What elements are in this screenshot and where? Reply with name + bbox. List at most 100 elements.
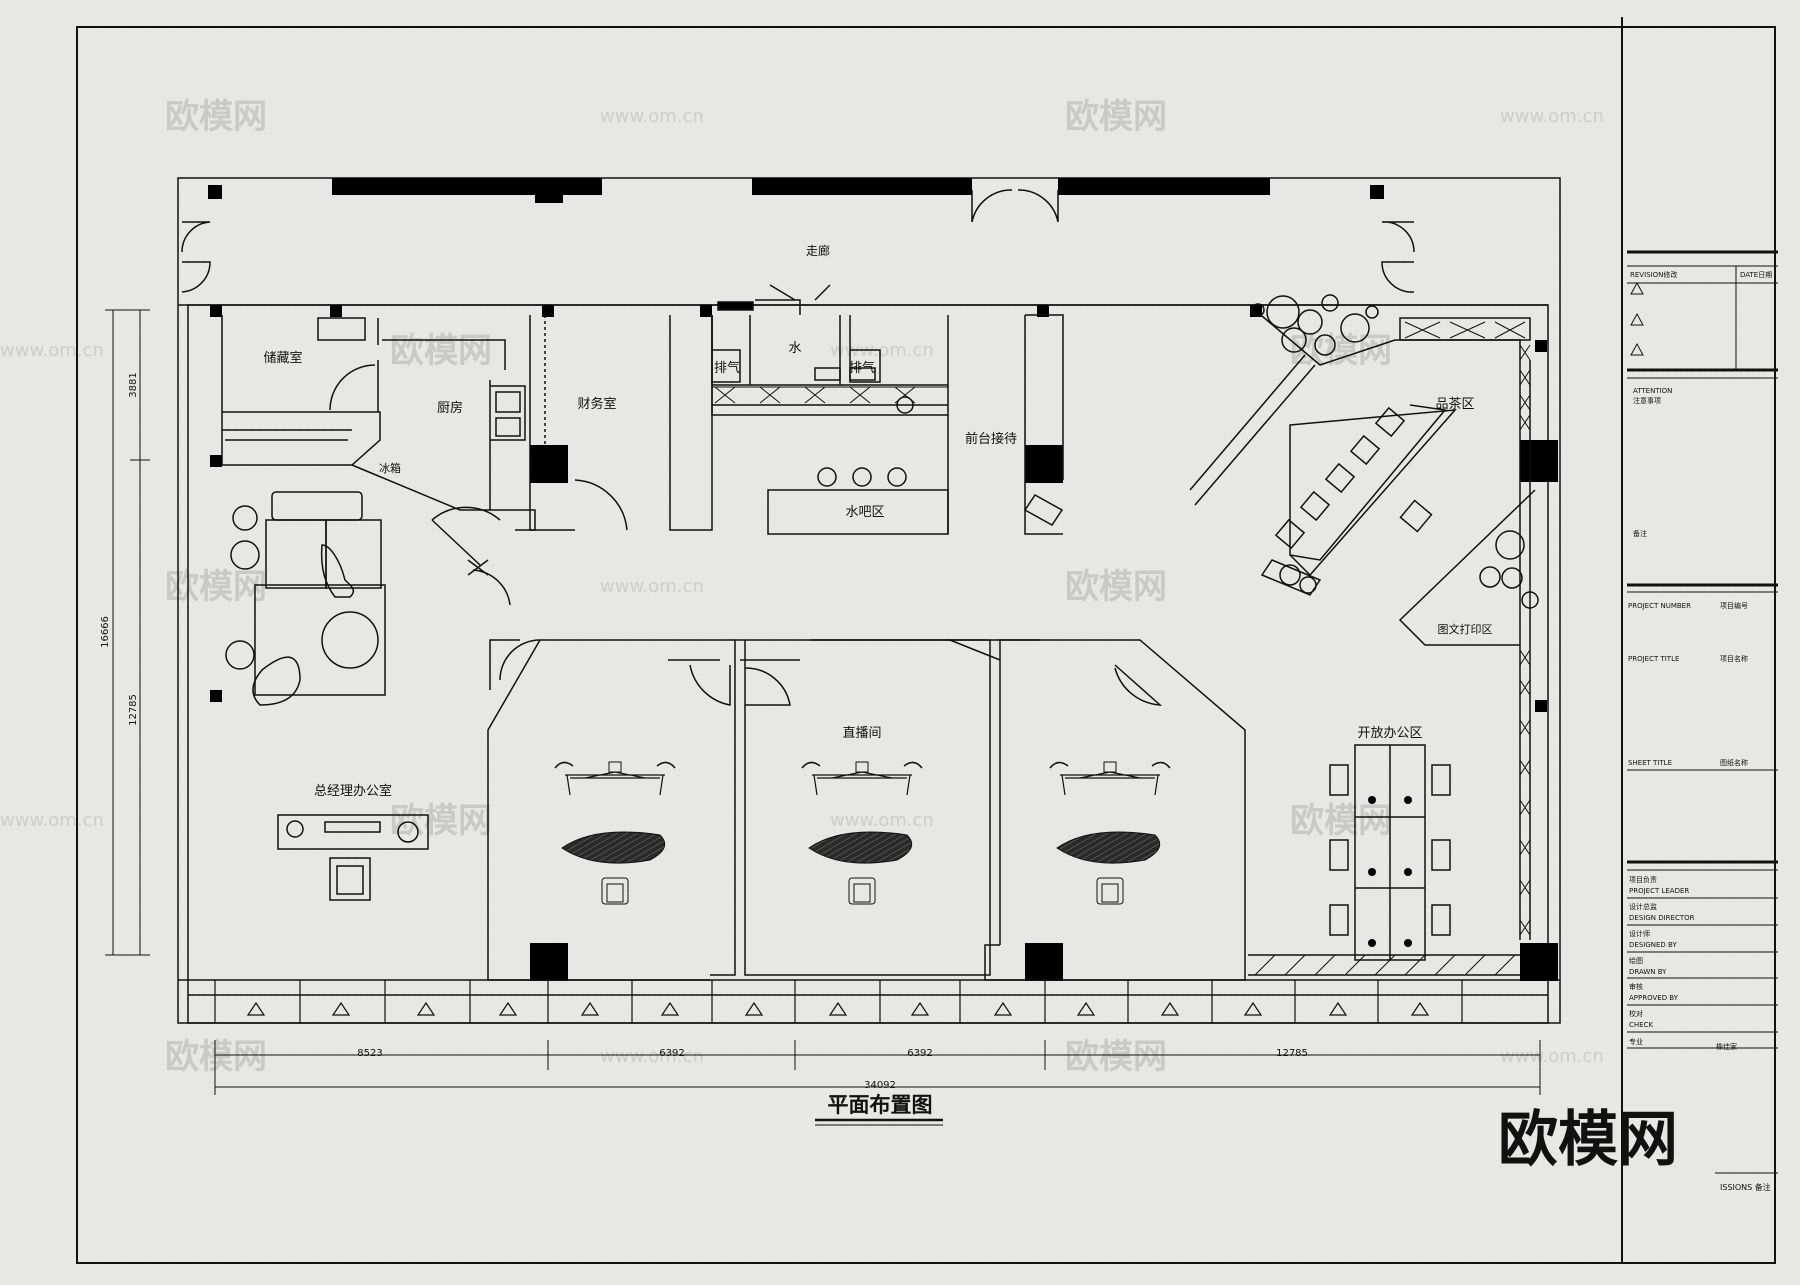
top-wall-segments xyxy=(208,178,1384,203)
svg-text:欧模网: 欧模网 xyxy=(1290,801,1392,841)
open-office-chairs xyxy=(1329,764,1451,936)
svg-text:ATTENTION: ATTENTION xyxy=(1633,387,1672,395)
svg-text:www.om.cn: www.om.cn xyxy=(600,1046,704,1067)
water-tap xyxy=(896,396,914,414)
label-tea-area: 品茶区 xyxy=(1435,396,1474,412)
label-fridge: 冰箱 xyxy=(379,461,401,475)
live-room-3 xyxy=(984,639,1246,981)
right-wall-cabinet-hatch xyxy=(1519,344,1531,936)
bar-stool xyxy=(852,467,872,487)
dim-3881: 3881 xyxy=(128,372,139,397)
dimension-lines xyxy=(105,309,1541,1095)
dimension-labels: 8523 6392 6392 12785 34092 16666 3881 12… xyxy=(100,372,1308,1091)
svg-text:欧模网: 欧模网 xyxy=(1290,331,1392,371)
svg-text:项目编号: 项目编号 xyxy=(1720,601,1748,610)
svg-text:绘图: 绘图 xyxy=(1629,956,1643,965)
svg-text:DESIGN DIRECTOR: DESIGN DIRECTOR xyxy=(1629,914,1695,922)
svg-text:欧模网: 欧模网 xyxy=(1065,1037,1167,1077)
svg-text:欧模网: 欧模网 xyxy=(165,1037,267,1077)
label-open-office: 开放办公区 xyxy=(1357,726,1422,741)
svg-text:欧模网: 欧模网 xyxy=(1065,97,1167,137)
svg-text:www.om.cn: www.om.cn xyxy=(1500,106,1604,127)
storage-shelf xyxy=(222,411,381,466)
dim-6392-b: 6392 xyxy=(907,1048,932,1059)
label-storage: 储藏室 xyxy=(263,350,302,366)
desk-monitors xyxy=(1368,796,1412,947)
gm-lounge-chair xyxy=(252,656,301,706)
floor-plan xyxy=(177,177,1561,1024)
label-live-room: 直播间 xyxy=(842,726,881,741)
bar-stool xyxy=(817,467,837,487)
floor-lamp xyxy=(232,505,258,531)
kitchen-wall xyxy=(382,339,506,370)
planters xyxy=(1251,294,1379,356)
svg-text:REVISION修改: REVISION修改 xyxy=(1630,270,1677,279)
corridor-right-door xyxy=(1381,221,1415,293)
gm-round-table xyxy=(321,611,379,669)
svg-text:PROJECT LEADER: PROJECT LEADER xyxy=(1629,887,1689,895)
kitchen-door xyxy=(431,506,501,521)
svg-text:设计师: 设计师 xyxy=(1629,929,1650,938)
tea-area-wall xyxy=(1189,354,1316,506)
svg-text:SHEET TITLE: SHEET TITLE xyxy=(1628,759,1672,767)
gm-rug xyxy=(254,584,386,696)
svg-text:www.om.cn: www.om.cn xyxy=(0,810,104,831)
finance-wall xyxy=(669,315,713,531)
svg-text:www.om.cn: www.om.cn xyxy=(830,810,934,831)
person-figure xyxy=(320,544,355,598)
dim-6392-a: 6392 xyxy=(659,1048,684,1059)
tea-table xyxy=(1289,409,1457,577)
svg-text:www.om.cn: www.om.cn xyxy=(830,340,934,361)
svg-text:备注: 备注 xyxy=(1633,529,1647,538)
dim-34092: 34092 xyxy=(864,1080,896,1091)
bar-stool xyxy=(887,467,907,487)
svg-text:审核: 审核 xyxy=(1629,982,1643,991)
live-room-set-1 xyxy=(554,761,676,905)
tea-chairs xyxy=(1274,406,1433,550)
reception-desk xyxy=(1023,494,1064,526)
svg-text:项目负责: 项目负责 xyxy=(1629,875,1657,884)
watermark-layer: 欧模网 www.om.cn 欧模网 www.om.cn 欧模网 www.om.c… xyxy=(0,97,1604,1077)
live-room-1 xyxy=(487,639,736,981)
kitchen-cabinet xyxy=(317,317,366,341)
svg-text:欧模网: 欧模网 xyxy=(390,331,492,371)
dim-12785-left: 12785 xyxy=(128,694,139,726)
svg-text:www.om.cn: www.om.cn xyxy=(600,106,704,127)
live-room-furniture xyxy=(554,761,1171,905)
svg-text:专业: 专业 xyxy=(1629,1037,1643,1046)
svg-text:www.om.cn: www.om.cn xyxy=(1500,1046,1604,1067)
gm-desk xyxy=(277,814,429,850)
gm-chair xyxy=(329,857,371,901)
svg-text:www.om.cn: www.om.cn xyxy=(0,340,104,361)
gm-door xyxy=(472,569,511,606)
svg-text:校对: 校对 xyxy=(1629,1009,1643,1018)
svg-text:欧模网: 欧模网 xyxy=(1065,567,1167,607)
svg-text:设计总监: 设计总监 xyxy=(1629,902,1657,911)
label-kitchen: 厨房 xyxy=(437,400,463,416)
svg-text:欧模网: 欧模网 xyxy=(165,567,267,607)
print-area-wall xyxy=(1398,489,1536,646)
storage-door xyxy=(329,364,376,411)
svg-text:项目名称: 项目名称 xyxy=(1720,654,1748,663)
top-right-cabinet xyxy=(1399,317,1531,341)
label-exhaust-right: 排气 xyxy=(849,360,875,376)
svg-text:CHECK: CHECK xyxy=(1629,1021,1653,1029)
dim-8523: 8523 xyxy=(357,1048,382,1059)
corridor-left-door xyxy=(181,221,211,293)
title-block-text: REVISION修改 DATE日期 ATTENTION 注意事项 备注 PROJ… xyxy=(1628,270,1772,1192)
drawing-title-text: 平面布置图 xyxy=(828,1093,933,1117)
svg-text:www.om.cn: www.om.cn xyxy=(600,576,704,597)
svg-text:DESIGNED BY: DESIGNED BY xyxy=(1629,941,1677,949)
brand-logo: 欧模网 xyxy=(1498,1105,1678,1175)
window-strip xyxy=(214,980,1463,1023)
tea-area-partition xyxy=(1261,315,1521,366)
room-labels: 走廊 储藏室 厨房 冰箱 财务室 水 排气 排气 水吧区 前台接待 品茶区 图文… xyxy=(263,243,1492,799)
svg-text:欧模网: 欧模网 xyxy=(390,801,492,841)
live-room-set-2 xyxy=(801,761,923,905)
label-finance: 财务室 xyxy=(577,396,616,412)
live-room-door-3 xyxy=(1114,664,1163,706)
drawing-title: 平面布置图 xyxy=(815,1093,943,1126)
label-water: 水 xyxy=(788,341,801,356)
dim-16666: 16666 xyxy=(100,616,111,648)
